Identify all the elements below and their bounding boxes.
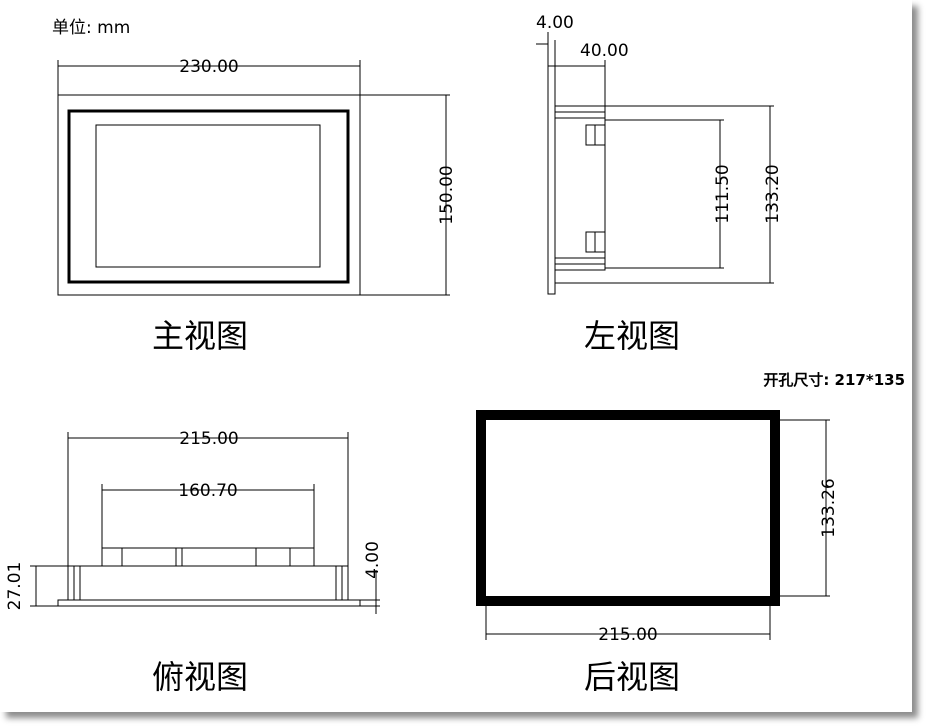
back-height-label: 133.26 bbox=[819, 478, 839, 537]
top-rear-housing bbox=[101, 547, 315, 567]
top-view-title: 俯视图 bbox=[152, 658, 248, 696]
left-inner-height-label: 111.50 bbox=[713, 164, 733, 223]
top-width-label: 215.00 bbox=[179, 429, 238, 449]
cutout-size-label: 开孔尺寸: 217*135 bbox=[763, 371, 905, 389]
back-frame bbox=[476, 410, 780, 606]
drawing-sheet: 单位: mm 开孔尺寸: 217*135 230.00 150.00 主视图 bbox=[5, 13, 905, 696]
front-bezel bbox=[67, 109, 350, 284]
front-outer-frame bbox=[57, 94, 361, 296]
front-screen bbox=[95, 124, 321, 268]
top-bezel bbox=[57, 599, 361, 607]
left-outer-height-label: 133.20 bbox=[763, 164, 783, 223]
back-width-label: 215.00 bbox=[598, 625, 657, 645]
left-view-title: 左视图 bbox=[584, 317, 680, 355]
top-inner-width-label: 160.70 bbox=[178, 481, 237, 501]
top-depth-label: 27.01 bbox=[5, 562, 25, 611]
top-body bbox=[67, 565, 349, 601]
left-depth-label: 40.00 bbox=[580, 41, 629, 61]
top-bezel-label: 4.00 bbox=[363, 541, 383, 579]
front-width-label: 230.00 bbox=[179, 57, 238, 77]
front-view-title: 主视图 bbox=[152, 317, 248, 355]
front-view bbox=[57, 60, 450, 296]
front-height-label: 150.00 bbox=[437, 165, 457, 224]
back-view-title: 后视图 bbox=[584, 658, 680, 696]
top-view bbox=[30, 432, 380, 614]
left-bezel-label: 4.00 bbox=[536, 13, 574, 33]
unit-label: 单位: mm bbox=[52, 18, 130, 38]
back-view bbox=[476, 410, 830, 640]
technical-drawing: 单位: mm 开孔尺寸: 217*135 230.00 150.00 主视图 bbox=[5, 13, 905, 696]
left-body bbox=[554, 105, 606, 271]
left-view bbox=[536, 32, 774, 295]
left-bezel bbox=[547, 65, 556, 295]
